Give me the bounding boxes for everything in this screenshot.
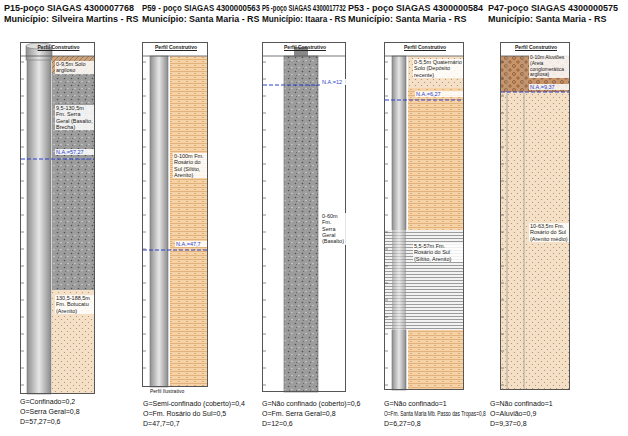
god-index-line: G=Semi-confinado (coberto)=0,4 <box>143 400 245 408</box>
layer-label: 0-9,5m Solo argiloso <box>55 61 94 74</box>
profile-note: Perfil Ilustrativo <box>150 389 184 395</box>
god-index-line: O=Fm. Santa Maria Mb. Passo das Tropas=0… <box>384 410 486 418</box>
god-index-line: O=Aluvião=0,9 <box>490 410 536 418</box>
god-index-line: O=Fm. Serra Geral=0,8 <box>262 410 336 418</box>
god-index-line: G=Confinado=0,2 <box>20 398 75 406</box>
god-index-line: G=Não confinado=1 <box>490 400 553 408</box>
well-profile-box: Perfil Construtivo 0-100m Fm. Rosário do … <box>142 42 208 387</box>
well-title: Município: Santa Maria - RS <box>348 14 467 24</box>
profile-header: Perfil Construtivo <box>21 45 96 51</box>
well-title: Município: Silveira Martins - RS <box>4 14 139 24</box>
well-profile-box: Perfil Construtivo 0-5,5m Quaternário Sol… <box>384 42 464 390</box>
god-index-line: D=9,37=0,8 <box>490 420 527 428</box>
layer-label: 0-10m Aluviões (Areia conglomerática arg… <box>529 55 569 78</box>
layer-label: 9,5-130,5m Fm. Serra Geral (Basalto, Bre… <box>55 105 94 130</box>
water-level-label: N.A.=47,7 <box>175 241 207 247</box>
god-index-line: D=47,7=0,7 <box>143 420 180 428</box>
water-level-label: N.A.=57,27 <box>55 149 94 155</box>
well-profile-box: Perfil Construtivo 0-9,5m Solo argiloso 9,… <box>20 42 95 394</box>
well-title: P5 -poço SIAGAS 4300017732 <box>262 3 346 13</box>
well-title: P47-poço SIAGAS 4300000575 <box>488 3 618 13</box>
profile-header: Perfil Construtivo <box>263 45 347 51</box>
god-index-line: O=Serra Geral=0,8 <box>20 408 80 416</box>
well-title: P59 - poço SIAGAS 4300000563 <box>142 3 260 13</box>
god-index-line: O=Fm. Rosário do Sul=0,5 <box>143 410 226 418</box>
layer-label: 0-60m Fm. Serra Geral (Basalto) <box>321 213 346 245</box>
layer-label: 5,5-57m Fm. Rosário do Sul (Siltito, Are… <box>413 243 463 262</box>
god-index-line: D=57,27=0,6 <box>20 418 60 426</box>
layer-label: 0-100m Fm. Rosário do Sul (Siltito, Aren… <box>173 153 207 178</box>
profile-header: Perfil Construtivo <box>501 45 571 51</box>
water-level-label: N.A.=6,27 <box>415 91 463 97</box>
well-title: P15-poço SIAGAS 4300007768 <box>4 3 134 13</box>
layer-label: 0-5,5m Quaternário Solo (Depósito recent… <box>413 59 463 78</box>
well-title: Município: Santa Maria - RS <box>142 14 260 24</box>
layer-label: 10-63,5m Fm. Rosário do Sul (Arenito méd… <box>529 223 569 242</box>
well-title: Município: Itaara - RS <box>262 14 346 24</box>
god-index-line: D=6,27=0,8 <box>384 420 421 428</box>
profile-header: Perfil Construtivo <box>385 45 465 51</box>
well-title: Município: Santa Maria - RS <box>488 14 607 24</box>
water-level-label: N.A.=9,37 <box>529 84 569 90</box>
well-profile-box: Perfil Construtivo 0-10m Aluviões (Areia … <box>500 42 570 390</box>
well-profile-box: Perfil ConstrutivoN.A.=12 0-60m Fm. Serra… <box>262 42 346 392</box>
water-level-label: N.A.=12 <box>321 79 346 85</box>
well-title: P53 - poço SIAGAS 4300000584 <box>348 3 483 13</box>
god-index-line: G=Não confinado (coberto)=0,6 <box>262 400 360 408</box>
god-index-line: D=12=0,6 <box>262 420 293 428</box>
profile-header: Perfil Construtivo <box>143 45 209 51</box>
god-index-line: G=Não confinado=1 <box>384 400 447 408</box>
layer-label: 130,5-188,5m Fm. Botucatu (Arenito) <box>55 295 94 314</box>
